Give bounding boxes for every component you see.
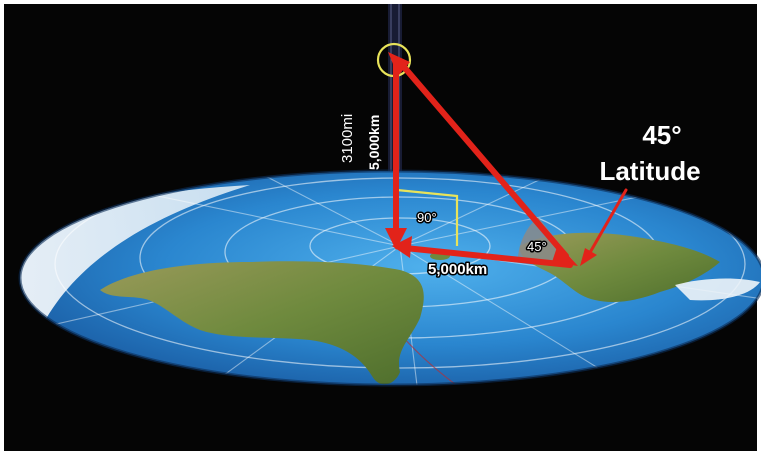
vertical-arrowhead xyxy=(385,228,407,250)
base-arrowhead xyxy=(392,236,412,258)
base-arrow xyxy=(402,245,573,268)
ice-patch-right xyxy=(675,278,760,301)
triangle-arrows xyxy=(385,52,578,268)
callout-degree-label: 45° xyxy=(642,120,681,150)
callout-pointer xyxy=(580,188,628,266)
northern-continent xyxy=(519,232,720,303)
southern-continent xyxy=(100,261,424,385)
base-distance-label: 5,000km xyxy=(428,261,487,278)
hypotenuse-arrow xyxy=(395,57,569,259)
angle-label: 45° xyxy=(527,239,547,254)
disc-edge xyxy=(18,169,761,387)
height-km-label: 5,000km xyxy=(366,115,382,170)
callout-latitude-label: Latitude xyxy=(599,156,700,186)
right-angle-label: 90° xyxy=(417,210,437,225)
height-miles-label: 3100mi xyxy=(339,114,356,163)
right-angle-marker xyxy=(396,188,459,246)
hypotenuse-arrowhead-top xyxy=(388,52,410,76)
hypotenuse-arrowhead-bottom xyxy=(552,244,578,266)
